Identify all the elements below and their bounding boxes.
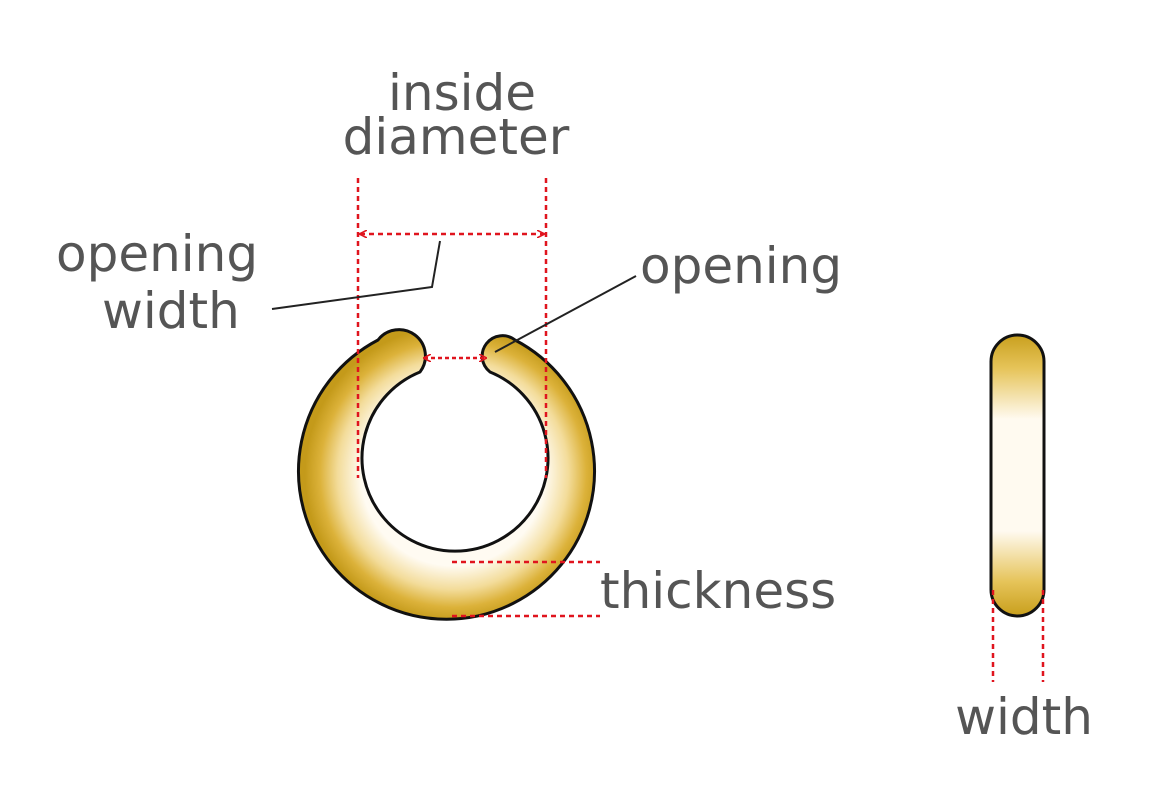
ring-side-view <box>989 333 1046 618</box>
opening-width-leader <box>271 240 441 310</box>
opening-leader <box>494 275 637 353</box>
width-label: width <box>955 688 1093 746</box>
inside-diameter-label-line1: inside <box>388 64 536 122</box>
opening-label: opening <box>640 237 842 295</box>
opening-width-label-line1: opening <box>56 225 258 283</box>
thickness-label: thickness <box>600 562 836 620</box>
opening-width-label-line2: width <box>102 282 240 340</box>
inside-diameter-label-line2: diameter <box>343 108 570 166</box>
ring-body <box>297 328 596 621</box>
